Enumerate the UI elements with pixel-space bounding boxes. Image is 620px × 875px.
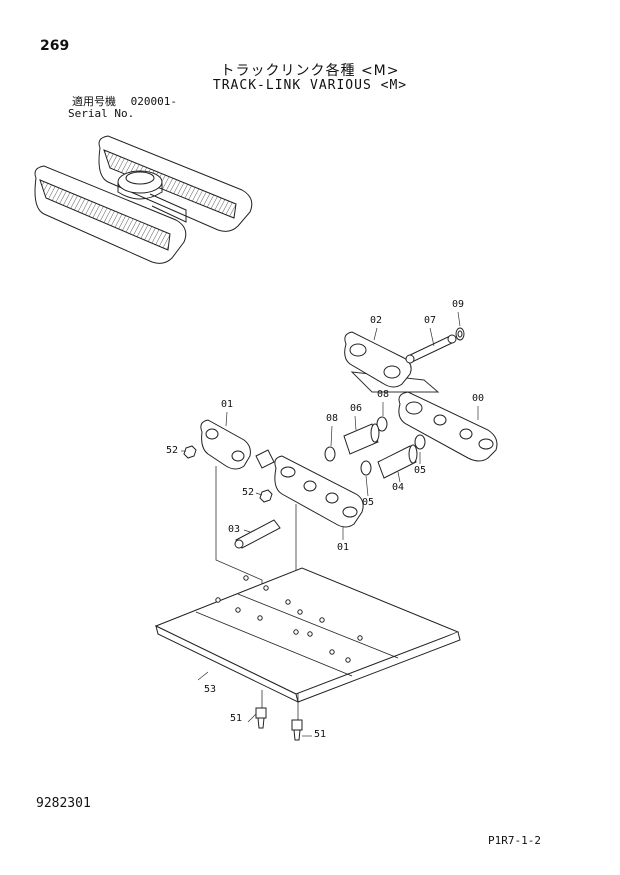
serial-label-jp: 適用号機 <box>72 95 116 108</box>
callout-05-right: 05 <box>414 465 427 476</box>
callout-00: 00 <box>472 393 485 404</box>
title-english: TRACK-LINK VARIOUS <M> <box>212 78 408 93</box>
callout-02: 02 <box>370 315 383 326</box>
track-shoe-plate <box>154 567 461 703</box>
callout-04: 04 <box>392 482 405 493</box>
serial-range: 020001- <box>130 95 177 108</box>
callout-03: 03 <box>228 524 241 535</box>
undercarriage-overview-illustration <box>34 135 253 264</box>
callout-06: 06 <box>350 403 363 414</box>
callout-51-left: 51 <box>230 713 243 724</box>
serial-block: 適用号機 020001- Serial No. <box>68 95 177 120</box>
callout-08-upper: 08 <box>377 389 390 400</box>
callout-51-right: 51 <box>314 729 327 740</box>
title-japanese: トラックリンク各種 <M> <box>220 63 400 79</box>
callout-leader-lines <box>181 311 479 737</box>
page-code: P1R7-1-2 <box>488 834 541 847</box>
callout-05-left: 05 <box>362 497 375 508</box>
callout-52-lower: 52 <box>242 487 255 498</box>
callout-01-lower: 01 <box>337 542 350 553</box>
callout-07: 07 <box>424 315 437 326</box>
callout-09: 09 <box>452 299 465 310</box>
shoe-bolts <box>255 707 303 741</box>
page-number: 269 <box>40 38 70 54</box>
callout-53: 53 <box>204 684 217 695</box>
callout-01-upper: 01 <box>221 399 234 410</box>
serial-label-en: Serial No. <box>68 107 135 120</box>
document-number: 9282301 <box>36 796 91 811</box>
callout-08-lower: 08 <box>326 413 339 424</box>
callout-52-upper: 52 <box>166 445 179 456</box>
track-link-exploded-view <box>183 327 498 549</box>
